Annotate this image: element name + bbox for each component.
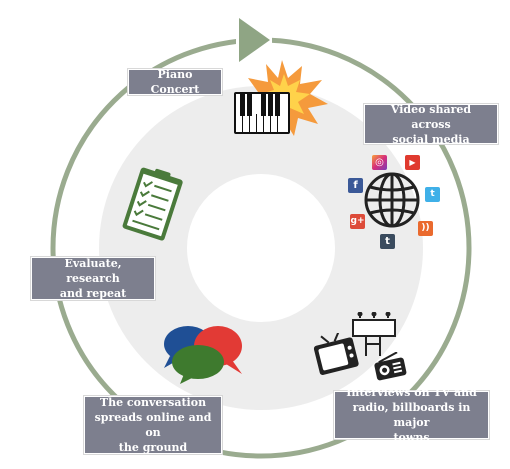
youtube-icon: ▶ [405, 155, 420, 170]
step-label-conversation-text: The conversation spreads online and on t… [94, 396, 212, 454]
twitter-icon: t [425, 187, 440, 202]
google-plus-icon: g+ [350, 214, 365, 229]
step-label-video-shared: Video shared across social media [364, 102, 498, 146]
television-icon [313, 333, 359, 375]
facebook-icon: f [348, 178, 363, 193]
step-label-conversation: The conversation spreads online and on t… [84, 396, 222, 454]
globe-icon [364, 172, 420, 228]
checklist-clipboard-icon [122, 167, 183, 241]
tumblr-icon: t [380, 234, 395, 249]
step-label-evaluate: Evaluate, research and repeat [31, 257, 155, 300]
rss-icon: )) [418, 221, 433, 236]
piano-keyboard-icon [234, 60, 328, 136]
cycle-arrow-icon [239, 18, 270, 62]
step-label-piano-concert-text: Piano Concert [150, 68, 200, 96]
step-label-evaluate-text: Evaluate, research and repeat [59, 257, 127, 300]
step-label-piano-concert: Piano Concert [128, 68, 222, 96]
center-white-disc [187, 174, 335, 322]
instagram-icon: ◎ [372, 155, 387, 170]
radio-icon [374, 352, 407, 381]
billboard-icon [352, 312, 396, 356]
step-label-interviews: Interviews on TV and radio, billboards i… [334, 386, 489, 444]
step-label-video-shared-text: Video shared across social media [390, 102, 472, 146]
step-label-interviews-text: Interviews on TV and radio, billboards i… [346, 386, 477, 444]
speech-bubbles-icon [164, 326, 242, 384]
